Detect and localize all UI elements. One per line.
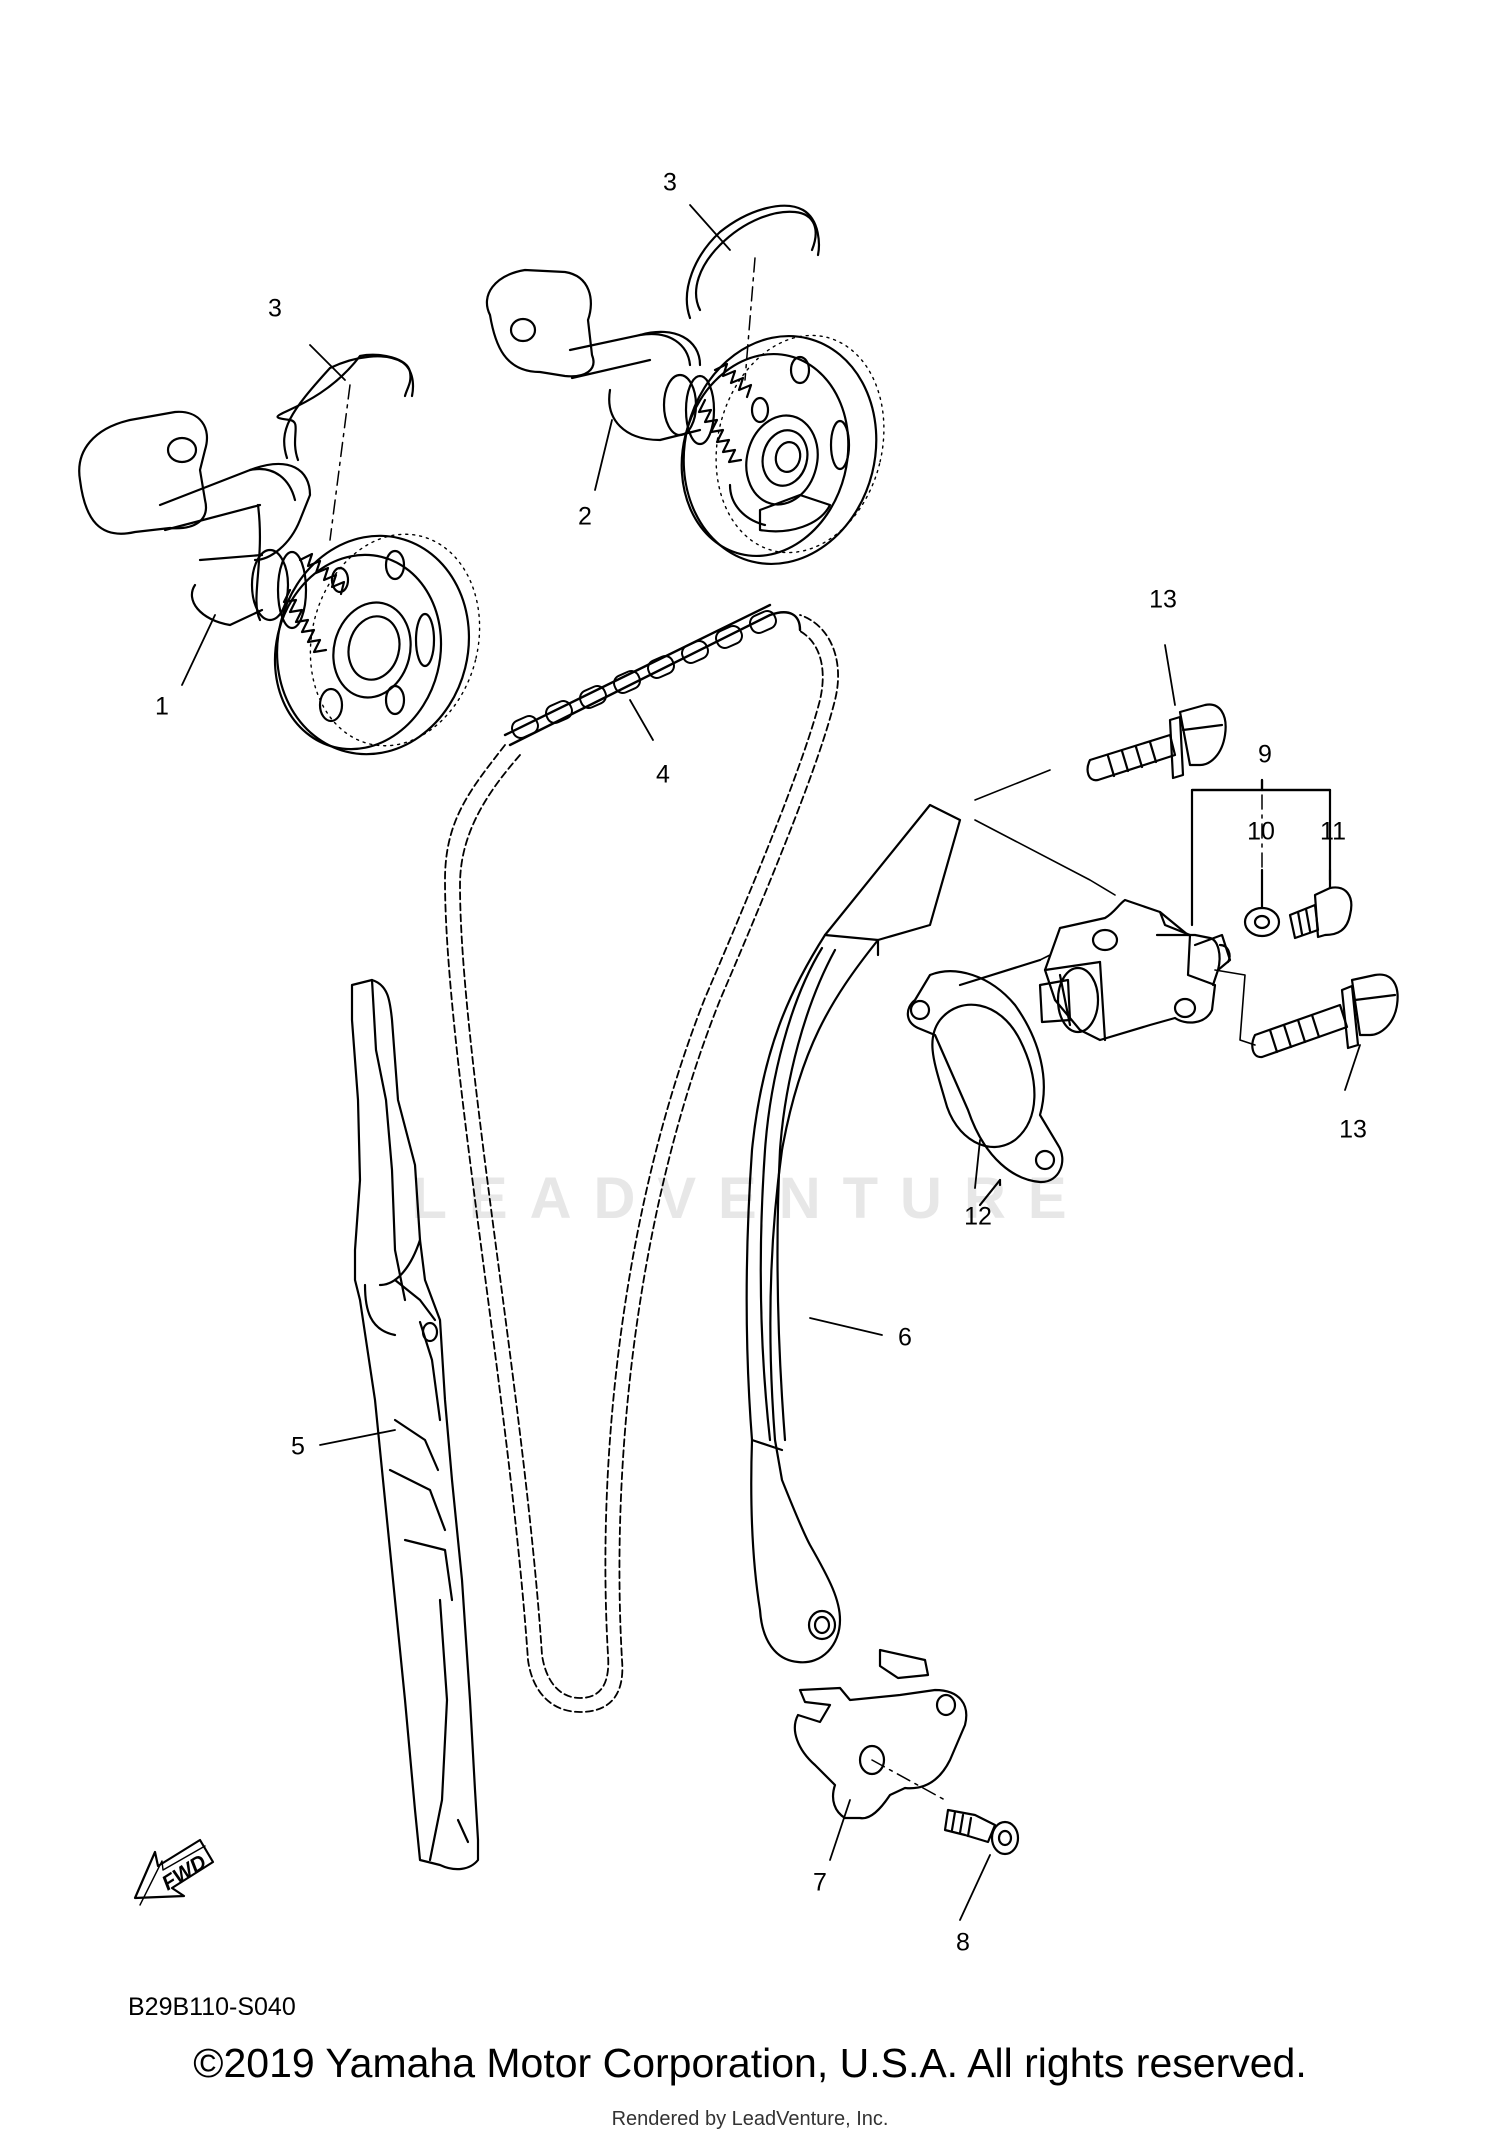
part-12-gasket [906, 958, 1064, 1207]
callout-13-upper: 13 [1149, 585, 1177, 614]
part-11-bolt [1288, 868, 1353, 940]
part-8-screw [943, 1808, 1020, 1856]
callout-10: 10 [1247, 817, 1275, 846]
part-1-camshaft [78, 410, 481, 756]
callout-11: 11 [1320, 817, 1346, 846]
callout-9: 9 [1258, 740, 1272, 769]
callout-3-upper: 3 [663, 168, 677, 197]
callout-12: 12 [964, 1202, 992, 1231]
callout-8: 8 [956, 1928, 970, 1957]
part-3-clip-left [276, 353, 415, 541]
callout-1: 1 [155, 692, 169, 721]
part-13-bolt-upper [1086, 703, 1227, 782]
alignment-lines [974, 769, 1256, 1046]
callout-13-lower: 13 [1339, 1115, 1367, 1144]
callout-leaders [181, 204, 1361, 1921]
leadventure-watermark: LEADVENTURE [411, 1166, 1089, 1231]
callout-6: 6 [898, 1323, 912, 1352]
callout-3-left: 3 [268, 294, 282, 323]
rendered-by-note: Rendered by LeadVenture, Inc. [611, 2108, 889, 2130]
part-2-camshaft [485, 268, 885, 566]
part-7-stopper-plate [793, 1648, 968, 1820]
part-3-clip-upper [685, 204, 820, 381]
fwd-arrow-icon [133, 1838, 215, 1906]
part-4-timing-chain [444, 603, 839, 1713]
callout-5: 5 [291, 1432, 305, 1461]
callout-2: 2 [578, 502, 592, 531]
callout-7: 7 [813, 1868, 827, 1897]
callout-4: 4 [656, 760, 670, 789]
diagram-code: B29B110-S040 [128, 1993, 296, 2021]
part-9-tensioner [1038, 778, 1332, 1042]
part-6-tensioner-guide [745, 803, 962, 1664]
copyright-notice: ©2019 Yamaha Motor Corporation, U.S.A. A… [193, 2040, 1307, 2086]
part-5-chain-guide [350, 978, 480, 1871]
part-13-bolt-lower [1251, 973, 1399, 1059]
part-10-washer [1243, 868, 1281, 938]
